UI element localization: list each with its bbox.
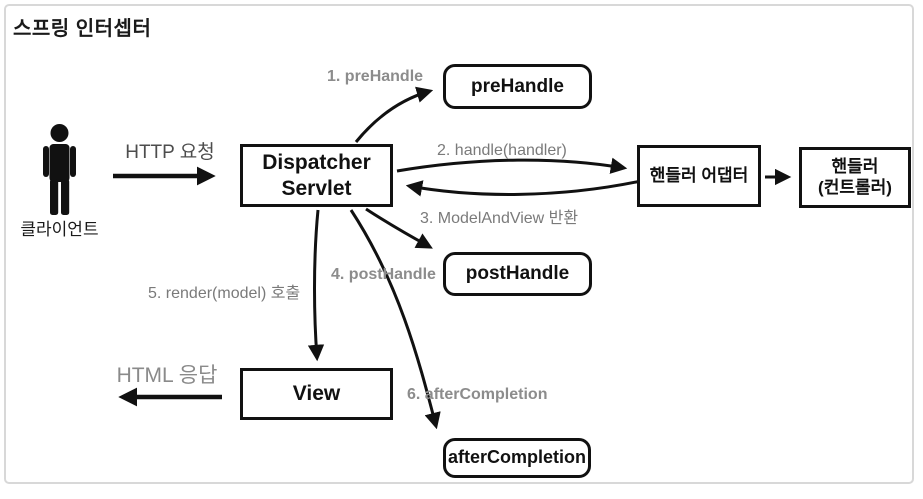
node-view: View <box>240 368 393 420</box>
node-handler-controller: 핸들러 (컨트롤러) <box>799 147 911 208</box>
prehandle-text: preHandle <box>471 75 564 97</box>
node-posthandle: postHandle <box>443 252 592 296</box>
step1-prehandle-label: 1. preHandle <box>327 68 424 85</box>
diagram-title: 스프링 인터셉터 <box>13 18 152 40</box>
handler-line2: (컨트롤러) <box>818 177 892 197</box>
step4-posthandle-label: 4. postHandle <box>331 266 436 283</box>
handler-adapter-text: 핸들러 어댑터 <box>649 165 749 185</box>
dispatcher-line2: Servlet <box>281 176 352 200</box>
node-aftercompletion: afterCompletion <box>443 438 591 478</box>
dispatcher-line1: Dispatcher <box>262 150 371 174</box>
posthandle-text: postHandle <box>465 263 570 285</box>
step5-render-label: 5. render(model) 호출 <box>148 285 301 302</box>
view-text: View <box>292 382 341 406</box>
step6-aftercompletion-label: 6. afterCompletion <box>407 386 548 403</box>
node-prehandle: preHandle <box>443 64 592 109</box>
node-handler-adapter: 핸들러 어댑터 <box>637 145 761 207</box>
node-dispatcher-servlet: Dispatcher Servlet <box>240 144 393 207</box>
html-response-label: HTML 응답 <box>116 364 218 387</box>
aftercompletion-text: afterCompletion <box>447 447 586 468</box>
http-request-label: HTTP 요청 <box>125 142 215 163</box>
step2-handle-label: 2. handle(handler) <box>437 142 567 159</box>
handler-line1: 핸들러 <box>831 156 879 176</box>
client-label: 클라이언트 <box>20 220 99 239</box>
step3-modelandview-label: 3. ModelAndView 반환 <box>420 210 579 227</box>
